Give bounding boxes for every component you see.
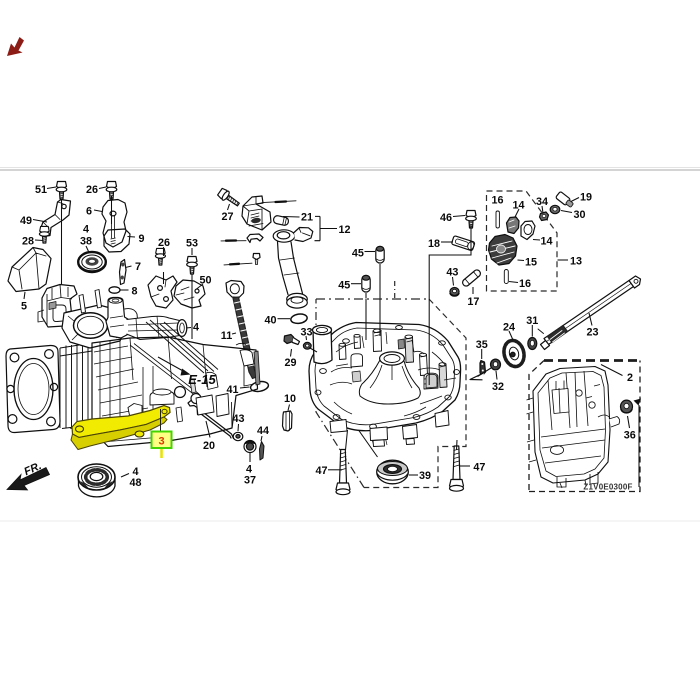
svg-text:12: 12 (338, 224, 350, 236)
svg-text:34: 34 (536, 196, 548, 208)
svg-text:4: 4 (246, 464, 252, 476)
svg-text:47: 47 (315, 465, 327, 477)
svg-text:18: 18 (428, 238, 440, 250)
svg-text:27: 27 (221, 211, 233, 223)
svg-text:24: 24 (503, 322, 515, 334)
svg-text:50: 50 (199, 275, 211, 287)
svg-text:19: 19 (580, 192, 592, 204)
svg-text:21: 21 (301, 212, 313, 224)
svg-text:14: 14 (512, 200, 524, 212)
svg-text:5: 5 (21, 301, 27, 313)
svg-text:9: 9 (138, 233, 144, 245)
svg-text:4: 4 (193, 322, 199, 334)
svg-text:37: 37 (244, 475, 256, 487)
svg-text:10: 10 (284, 393, 296, 405)
svg-text:48: 48 (129, 477, 141, 489)
svg-text:45: 45 (338, 280, 350, 292)
svg-text:16: 16 (519, 278, 531, 290)
svg-text:47: 47 (473, 462, 485, 474)
svg-text:31: 31 (526, 315, 538, 327)
svg-text:38: 38 (80, 236, 92, 248)
svg-text:35: 35 (476, 339, 488, 351)
svg-text:39: 39 (419, 470, 431, 482)
svg-text:30: 30 (573, 209, 585, 221)
svg-text:3: 3 (158, 436, 164, 448)
svg-text:49: 49 (20, 215, 32, 227)
svg-text:20: 20 (203, 440, 215, 452)
svg-text:6: 6 (86, 206, 92, 218)
svg-text:16: 16 (491, 195, 503, 207)
svg-text:43: 43 (232, 413, 244, 425)
svg-text:46: 46 (440, 212, 452, 224)
svg-text:44: 44 (257, 425, 269, 437)
svg-text:23: 23 (586, 327, 598, 339)
svg-text:40: 40 (264, 315, 276, 327)
svg-text:41: 41 (226, 384, 238, 396)
svg-text:7: 7 (135, 261, 141, 273)
svg-text:51: 51 (35, 184, 47, 196)
svg-text:45: 45 (352, 248, 364, 260)
svg-text:8: 8 (131, 286, 137, 298)
svg-text:43: 43 (446, 267, 458, 279)
svg-text:29: 29 (284, 357, 296, 369)
svg-text:2: 2 (627, 372, 633, 384)
svg-text:14: 14 (540, 236, 552, 248)
svg-text:28: 28 (22, 236, 34, 248)
svg-text:36: 36 (624, 430, 636, 442)
svg-text:53: 53 (186, 238, 198, 250)
svg-text:15: 15 (525, 257, 537, 269)
svg-text:26: 26 (158, 237, 170, 249)
svg-text:4: 4 (83, 224, 89, 236)
svg-text:E-15: E-15 (188, 372, 216, 387)
svg-text:Z1V0E0300F: Z1V0E0300F (583, 483, 632, 492)
svg-text:4: 4 (132, 466, 138, 478)
svg-text:33: 33 (300, 327, 312, 339)
svg-text:17: 17 (467, 296, 479, 308)
svg-text:26: 26 (86, 184, 98, 196)
svg-text:13: 13 (570, 256, 582, 268)
svg-text:32: 32 (492, 381, 504, 393)
svg-text:11: 11 (221, 330, 232, 342)
